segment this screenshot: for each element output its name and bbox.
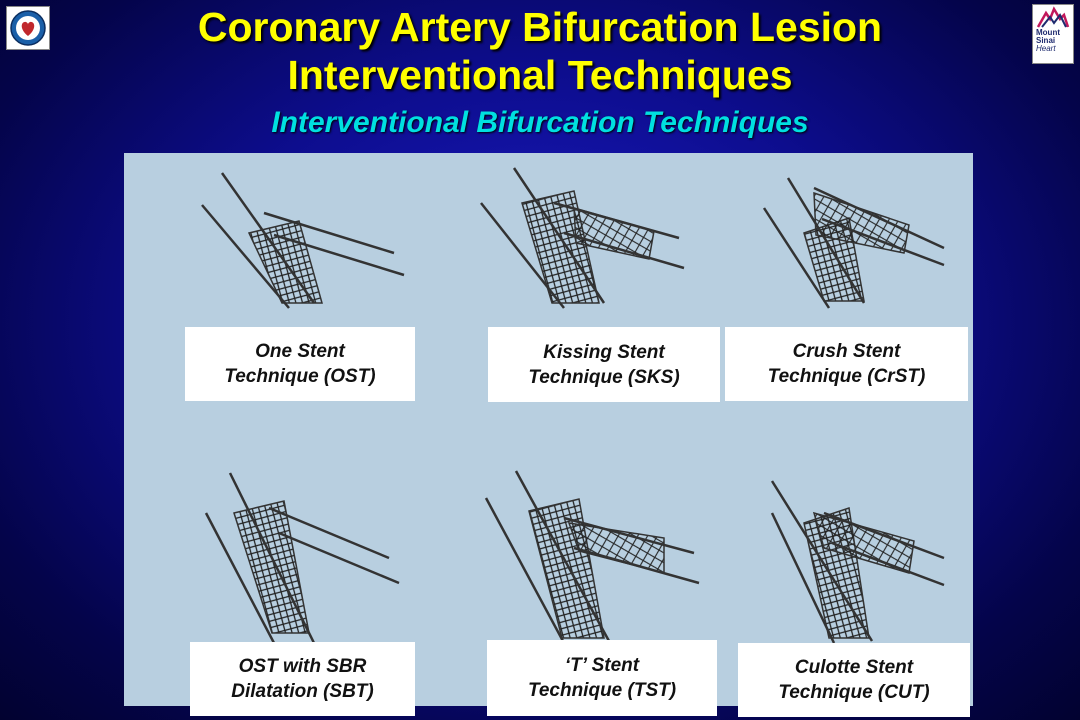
label-one-stent-technique: One Stent Technique (OST) bbox=[185, 327, 415, 401]
label-line1: Crush Stent bbox=[792, 341, 901, 362]
mount-sinai-emblem-icon bbox=[1036, 6, 1070, 28]
slide-title-line1: Coronary Artery Bifurcation Lesion bbox=[197, 4, 883, 50]
mount-sinai-heart-logo: Mount Sinai Heart bbox=[1032, 4, 1074, 64]
diagram-kissing-stent bbox=[480, 167, 685, 309]
label-t-stent-technique: ‘T’ Stent Technique (TST) bbox=[487, 640, 717, 716]
label-line1: ‘T’ Stent bbox=[564, 655, 640, 676]
diagram-crush-stent bbox=[762, 177, 945, 309]
diagram-ost-with-sbr bbox=[204, 472, 400, 644]
stent-diagrams bbox=[201, 167, 945, 644]
label-line2: Technique (SKS) bbox=[528, 366, 680, 388]
label-line2: Technique (CUT) bbox=[778, 682, 930, 703]
label-line2: Technique (TST) bbox=[527, 680, 677, 701]
label-culotte-stent-technique: Culotte Stent Technique (CUT) bbox=[738, 643, 970, 717]
diagram-culotte-stent bbox=[770, 480, 945, 644]
label-line1: Kissing Stent bbox=[543, 341, 665, 363]
diagram-one-stent bbox=[201, 172, 405, 309]
label-line1: Culotte Stent bbox=[794, 657, 914, 678]
label-crush-stent-technique: Crush Stent Technique (CrST) bbox=[725, 327, 968, 401]
slide-title-line2: Interventional Techniques bbox=[287, 52, 793, 98]
label-kissing-stent-technique: Kissing Stent Technique (SKS) bbox=[488, 327, 720, 402]
diagram-t-stent bbox=[484, 470, 700, 644]
slide-subtitle: Interventional Bifurcation Techniques bbox=[271, 106, 809, 139]
label-line2: Dilatation (SBT) bbox=[231, 681, 374, 702]
heart-emblem-icon bbox=[10, 10, 46, 46]
label-line1: One Stent bbox=[255, 341, 345, 362]
label-line1: OST with SBR bbox=[238, 656, 367, 677]
label-line2: Technique (CrST) bbox=[767, 366, 926, 387]
logo-text-mount: Mount bbox=[1036, 28, 1060, 37]
label-ost-with-sbr-dilatation: OST with SBR Dilatation (SBT) bbox=[190, 642, 415, 716]
label-line2: Technique (OST) bbox=[224, 366, 376, 387]
heart-emblem-logo bbox=[6, 6, 50, 50]
logo-text-heart: Heart bbox=[1036, 44, 1056, 53]
techniques-panel bbox=[124, 153, 973, 706]
logo-text-sinai: Sinai bbox=[1036, 36, 1056, 45]
